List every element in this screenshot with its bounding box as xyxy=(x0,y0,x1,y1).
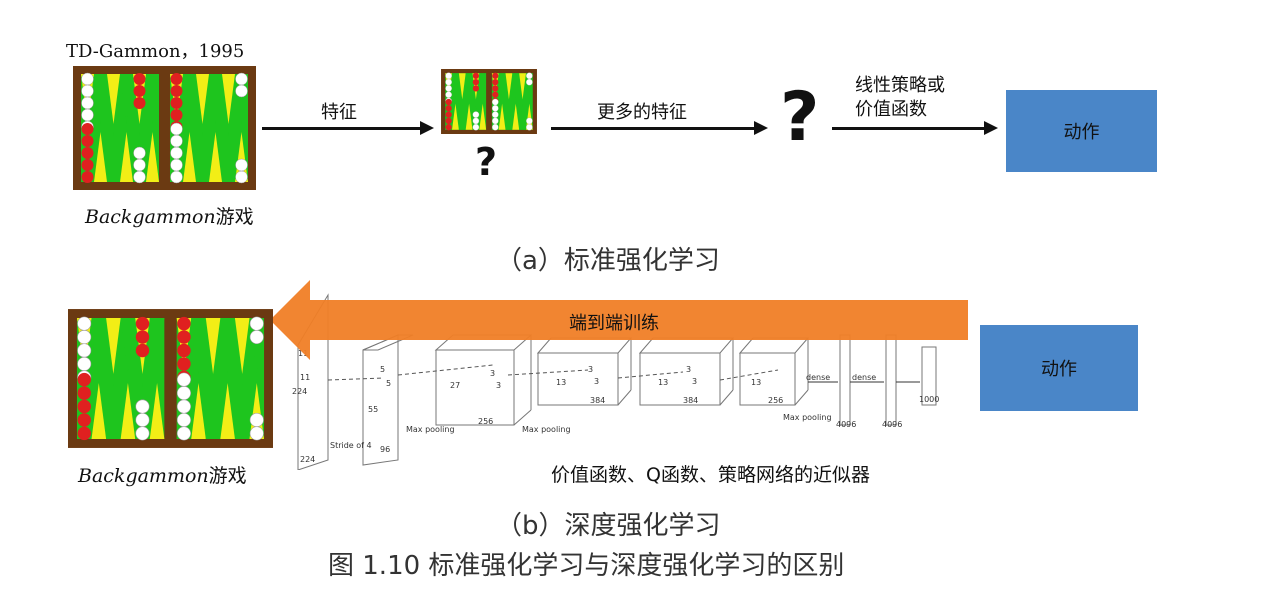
cnn-stride-label: Stride of 4 xyxy=(330,441,372,450)
cnn-kernel-2: 5 xyxy=(386,379,391,388)
cnn-dim-11a: 11 xyxy=(298,349,308,358)
arrow-policy-head xyxy=(984,121,998,135)
arrow-features-head xyxy=(420,121,434,135)
cnn-dim-384a: 384 xyxy=(590,396,605,405)
cnn-kernel-4: 3 xyxy=(496,381,501,390)
cnn-kernel-1: 5 xyxy=(380,365,385,374)
cnn-dense1-label: dense xyxy=(806,373,830,382)
cnn-conv3-layer xyxy=(537,352,619,406)
figure-caption: 图 1.10 标准强化学习与深度强化学习的区别 xyxy=(328,551,845,581)
game-label-cn-bottom: 游戏 xyxy=(208,465,247,487)
cnn-dim-1000: 1000 xyxy=(919,395,939,404)
cnn-dim-27: 27 xyxy=(450,381,460,390)
arrow-more-features xyxy=(551,127,756,130)
end-to-end-label: 端到端训练 xyxy=(569,313,659,334)
cnn-dim-11b: 11 xyxy=(300,373,310,382)
cnn-kernel-6: 3 xyxy=(594,377,599,386)
cnn-dim-384b: 384 xyxy=(683,396,698,405)
cnn-dim-13b: 13 xyxy=(658,378,668,387)
cnn-conv2-layer xyxy=(435,349,515,426)
cnn-dim-4096a: 4096 xyxy=(836,420,856,429)
arrow-policy xyxy=(832,127,986,130)
source-label: TD-Gammon，1995 xyxy=(66,41,245,62)
cnn-conv4-layer xyxy=(639,352,721,406)
backgammon-board-image xyxy=(73,66,256,190)
backgammon-board-image-bottom xyxy=(68,309,273,448)
game-label: Backgammon游戏 xyxy=(85,202,254,229)
arrow-features-label: 特征 xyxy=(321,102,357,123)
cnn-architecture-diagram: 224 224 11 11 55 96 27 256 13 384 13 384… xyxy=(292,293,939,470)
cnn-dim-13a: 13 xyxy=(556,378,566,387)
cnn-pool1-label: Max pooling xyxy=(406,425,455,434)
cnn-kernel-5: 3 xyxy=(588,365,593,374)
game-label-bottom: Backgammon游戏 xyxy=(78,461,247,488)
cnn-dim-96: 96 xyxy=(380,445,390,454)
cnn-dim-13c: 13 xyxy=(751,378,761,387)
caption-b: （b）深度强化学习 xyxy=(496,511,721,541)
cnn-dim-224a: 224 xyxy=(292,387,307,396)
small-question-mark: ? xyxy=(475,140,498,184)
arrow-more-features-head xyxy=(754,121,768,135)
arrow-features xyxy=(262,127,422,130)
backgammon-board-small-image xyxy=(441,69,537,134)
cnn-pool3-label: Max pooling xyxy=(783,413,832,422)
game-label-italic: Backgammon xyxy=(85,206,216,228)
action-box-top: 动作 xyxy=(1006,90,1157,172)
cnn-kernel-3: 3 xyxy=(490,369,495,378)
caption-a: （a）标准强化学习 xyxy=(496,246,720,276)
arrow-policy-label-line1: 线性策略或 xyxy=(855,75,945,96)
cnn-dim-4096b: 4096 xyxy=(882,420,902,429)
cnn-dense2-label: dense xyxy=(852,373,876,382)
cnn-dim-256b: 256 xyxy=(768,396,783,405)
action-box-bottom: 动作 xyxy=(980,325,1138,411)
game-label-italic-bottom: Backgammon xyxy=(78,465,209,487)
big-question-mark: ? xyxy=(780,78,820,157)
cnn-dim-224b: 224 xyxy=(300,455,315,464)
game-label-cn: 游戏 xyxy=(215,206,254,228)
end-to-end-banner-arrow xyxy=(270,280,968,360)
cnn-pool2-label: Max pooling xyxy=(522,425,571,434)
cnn-dim-55: 55 xyxy=(368,405,378,414)
cnn-dim-256a: 256 xyxy=(478,417,493,426)
approximator-label: 价值函数、Q函数、策略网络的近似器 xyxy=(551,464,870,486)
cnn-kernel-8: 3 xyxy=(692,377,697,386)
cnn-kernel-7: 3 xyxy=(686,365,691,374)
cnn-output-layer xyxy=(921,346,937,406)
arrow-more-features-label: 更多的特征 xyxy=(597,102,687,123)
arrow-policy-label-line2: 价值函数 xyxy=(855,99,927,120)
arrow-policy-label: 线性策略或 价值函数 xyxy=(855,74,945,122)
